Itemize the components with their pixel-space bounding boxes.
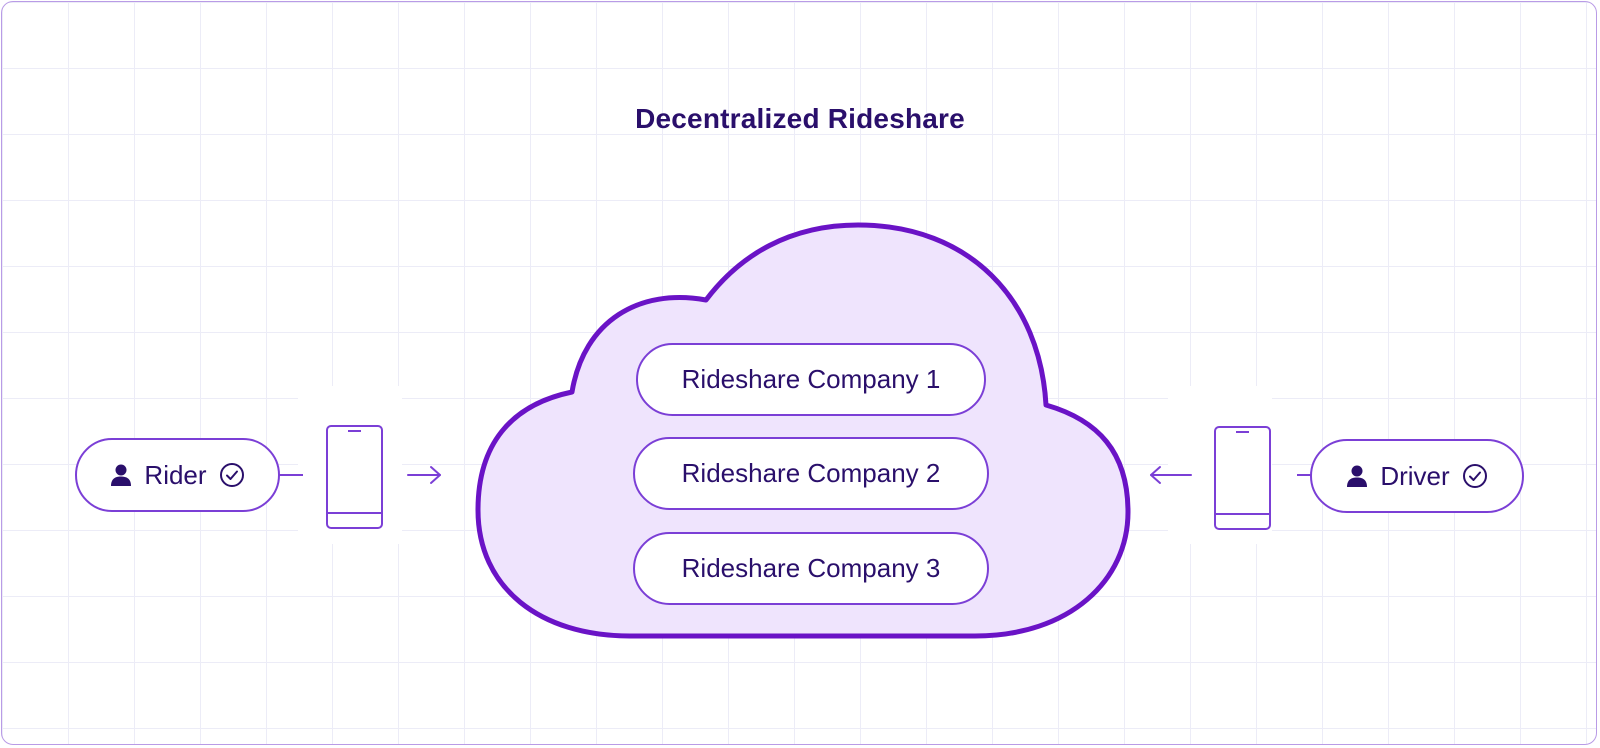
rider-pill: Rider	[75, 438, 280, 512]
company-label: Rideshare Company 3	[681, 553, 941, 583]
diagram-title: Decentralized Rideshare	[635, 103, 965, 134]
rider-phone-icon	[326, 425, 383, 529]
driver-phone-background	[1168, 386, 1272, 544]
person-icon	[110, 463, 132, 487]
cloud-shape	[475, 222, 1131, 639]
company-pill-2: Rideshare Company 2	[633, 437, 989, 510]
company-label: Rideshare Company 1	[681, 364, 941, 394]
person-icon	[1346, 464, 1368, 488]
arrow-right-icon	[407, 466, 441, 484]
company-pill-3: Rideshare Company 3	[633, 532, 989, 605]
driver-label: Driver	[1380, 460, 1450, 491]
rider-phone-background	[298, 386, 402, 544]
rider-label: Rider	[144, 459, 207, 490]
check-circle-icon	[1462, 463, 1488, 489]
arrow-left-icon	[1150, 466, 1192, 484]
driver-pill: Driver	[1310, 439, 1524, 513]
driver-phone-icon	[1214, 426, 1271, 530]
company-pill-1: Rideshare Company 1	[636, 343, 986, 416]
company-label: Rideshare Company 2	[681, 458, 941, 488]
check-circle-icon	[219, 462, 245, 488]
